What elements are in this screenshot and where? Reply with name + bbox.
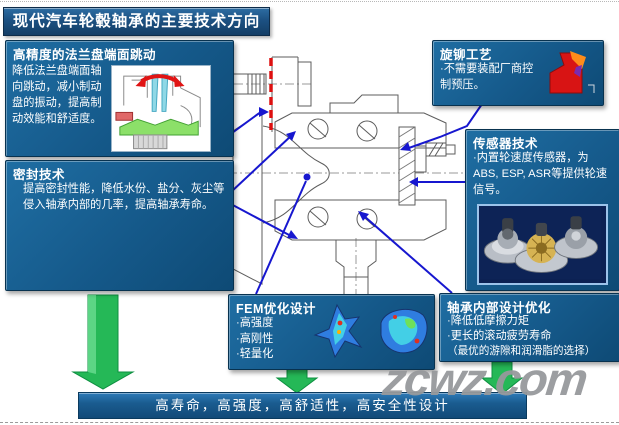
internal-bullet: ·更长的滚动疲劳寿命: [447, 330, 552, 342]
down-arrow-middle: [275, 367, 319, 394]
panel-riveting-title: 旋铆工艺: [440, 48, 493, 62]
connector-arrows: [228, 103, 483, 295]
riveting-fem-image: [549, 51, 595, 94]
panel-flange-runout-body: 降低法兰盘端面轴向跳动，减小制动盘的振动，提高制动效能和舒适度。: [12, 65, 102, 125]
panel-sensor: 传感器技术 ·内置轮速度传感器，为ABS, ESP, ASR等提供轮速信号。: [465, 129, 619, 291]
fem-bullet: ·高强度: [236, 317, 274, 329]
page-title: 现代汽车轮毂轴承的主要技术方向: [3, 7, 270, 36]
panel-flange-runout: 高精度的法兰盘端面跳动 降低法兰盘端面轴向跳动，减小制动盘的振动，提高制动效能和…: [5, 40, 234, 157]
hub-bearing-cross-section-drawing: [217, 56, 468, 316]
panel-sensor-body: ·内置轮速度传感器，为ABS, ESP, ASR等提供轮速信号。: [473, 152, 608, 196]
fem-bullet: ·轻量化: [236, 348, 274, 360]
watermark: zcwz.com: [380, 353, 589, 405]
bottom-border-line: [0, 422, 619, 423]
panel-internal-design-title: 轴承内部设计优化: [447, 301, 552, 315]
brake-disc-runout-image: [111, 65, 211, 152]
panel-sealing-title: 密封技术: [13, 168, 66, 182]
brake-caliper-drawing: [115, 73, 201, 150]
panel-fem-title: FEM优化设计: [236, 302, 316, 316]
panel-flange-runout-title: 高精度的法兰盘端面跳动: [13, 48, 157, 62]
footer-banner: 高寿命，高强度，高舒适性，高安全性设计: [78, 392, 527, 419]
panel-riveting-body: ·不需要装配厂商控制预压。: [440, 63, 534, 91]
panel-sensor-title: 传感器技术: [473, 137, 539, 151]
panel-sealing: 密封技术 提高密封性能，降低水份、盐分、灰尘等侵入轴承内部的几率，提高轴承寿命。: [5, 160, 234, 291]
panel-riveting: 旋铆工艺 ·不需要装配厂商控制预压。: [432, 40, 604, 106]
fem-bullet: ·高刚性: [236, 332, 274, 345]
panel-fem-bullets: ·高强度 ·高刚性 ·轻量化: [236, 316, 273, 363]
internal-bullet: ·降低低摩擦力矩: [447, 315, 530, 327]
down-arrow-left: [71, 294, 135, 390]
fem-simulation-images: [313, 303, 428, 359]
internal-bullet: （最优的游隙和润滑脂的选择）: [447, 345, 596, 357]
panel-internal-design: 轴承内部设计优化 ·降低低摩擦力矩 ·更长的滚动疲劳寿命 （最优的游隙和润滑脂的…: [439, 293, 619, 362]
panel-sealing-body: 提高密封性能，降低水份、盐分、灰尘等侵入轴承内部的几率，提高轴承寿命。: [23, 183, 225, 211]
panel-internal-design-bullets: ·降低低摩擦力矩 ·更长的滚动疲劳寿命 （最优的游隙和润滑脂的选择）: [447, 314, 595, 359]
hub-bearing-photo: [477, 204, 608, 285]
hub-units-photo-drawing: [479, 206, 602, 279]
panel-fem: FEM优化设计 ·高强度 ·高刚性 ·轻量化: [228, 294, 435, 370]
top-border-line: [0, 1, 619, 2]
